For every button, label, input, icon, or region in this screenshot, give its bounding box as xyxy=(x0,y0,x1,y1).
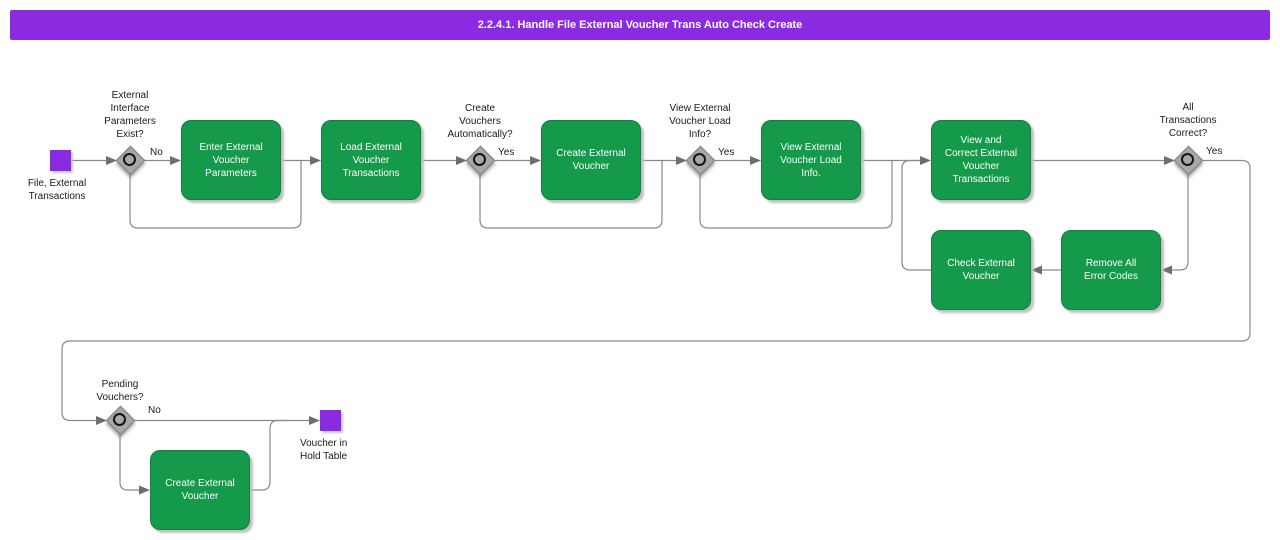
start-node-label: File, External Transactions xyxy=(27,178,87,202)
edge-check-voucher-loopback xyxy=(901,159,931,271)
arrowhead-icon xyxy=(139,485,150,495)
decision-question-label: External Interface Parameters Exist? xyxy=(104,90,156,140)
task-label: View External Voucher Load Info. xyxy=(780,141,842,179)
task-remove-all-error-codes[interactable]: Remove All Error Codes xyxy=(1061,230,1161,310)
decision-question-label: Create Vouchers Automatically? xyxy=(447,103,513,140)
end-node-icon xyxy=(320,410,341,431)
task-label: Create External Voucher xyxy=(165,478,235,502)
decision-question-label: All Transactions Correct? xyxy=(1159,102,1217,139)
task-label: Create External Voucher xyxy=(556,148,626,172)
task-label: View and Correct External Voucher Transa… xyxy=(944,135,1018,185)
diagram-title: 2.2.4.1. Handle File External Voucher Tr… xyxy=(477,19,803,31)
arrowhead-icon xyxy=(530,156,541,165)
task-view-external-voucher-load-info[interactable]: View External Voucher Load Info. xyxy=(761,120,861,200)
arrowhead-icon xyxy=(106,156,117,165)
arrowhead-icon xyxy=(750,156,761,165)
task-check-external-voucher[interactable]: Check External Voucher xyxy=(931,230,1031,310)
decision-all-transactions-correct xyxy=(1173,145,1204,176)
decision-question-label: View External Voucher Load Info? xyxy=(669,103,731,140)
edge-decision1-bypass xyxy=(129,160,302,229)
arrowhead-icon xyxy=(456,156,467,165)
decision-circle-icon xyxy=(693,153,706,166)
branch-label-yes: Yes xyxy=(498,147,515,158)
arrowhead-icon xyxy=(1164,156,1175,165)
arrowhead-icon xyxy=(310,156,321,165)
decision-external-interface-parameters-exist xyxy=(115,145,146,176)
edge-decision5-to-create-voucher2 xyxy=(119,433,141,491)
edge-decision4-no-to-remove-errors xyxy=(1170,174,1189,271)
arrowhead-icon xyxy=(170,156,181,165)
task-create-external-voucher[interactable]: Create External Voucher xyxy=(541,120,641,200)
branch-label-no: No xyxy=(148,405,161,416)
decision-create-vouchers-automatically xyxy=(465,145,496,176)
branch-label-yes: Yes xyxy=(1206,146,1223,157)
arrowhead-icon xyxy=(1031,265,1042,275)
decision-circle-icon xyxy=(123,153,136,166)
edge-create-voucher2-to-end xyxy=(250,419,290,491)
decision-question-label: Pending Vouchers? xyxy=(96,379,144,403)
decision-view-external-voucher-load-info xyxy=(685,145,716,176)
task-view-and-correct-external-voucher-transactions[interactable]: View and Correct External Voucher Transa… xyxy=(931,120,1031,200)
task-enter-external-voucher-parameters[interactable]: Enter External Voucher Parameters xyxy=(181,120,281,200)
edge-decision3-bypass xyxy=(699,160,893,229)
branch-label-no: No xyxy=(150,147,163,158)
diagram-title-bar: 2.2.4.1. Handle File External Voucher Tr… xyxy=(10,10,1270,40)
task-label: Enter External Voucher Parameters xyxy=(199,141,263,179)
arrowhead-icon xyxy=(1161,265,1172,275)
arrowhead-icon xyxy=(96,416,107,425)
arrowhead-icon xyxy=(676,156,687,165)
decision-circle-icon xyxy=(113,413,126,426)
task-create-external-voucher-pending[interactable]: Create External Voucher xyxy=(150,450,250,530)
decision-pending-vouchers xyxy=(105,405,136,436)
edge-decision2-bypass xyxy=(479,160,663,229)
task-label: Remove All Error Codes xyxy=(1084,258,1138,282)
task-label: Load External Voucher Transactions xyxy=(340,141,402,179)
edge-decision4-yes-to-decision5 xyxy=(61,159,1251,422)
decision-circle-icon xyxy=(1181,153,1194,166)
task-load-external-voucher-transactions[interactable]: Load External Voucher Transactions xyxy=(321,120,421,200)
start-node-icon xyxy=(50,150,71,171)
end-node-label: Voucher in Hold Table xyxy=(300,438,348,462)
decision-circle-icon xyxy=(473,153,486,166)
arrowhead-icon xyxy=(920,156,931,165)
branch-label-yes: Yes xyxy=(718,147,735,158)
task-label: Check External Voucher xyxy=(947,258,1015,282)
arrowhead-icon xyxy=(309,416,320,425)
